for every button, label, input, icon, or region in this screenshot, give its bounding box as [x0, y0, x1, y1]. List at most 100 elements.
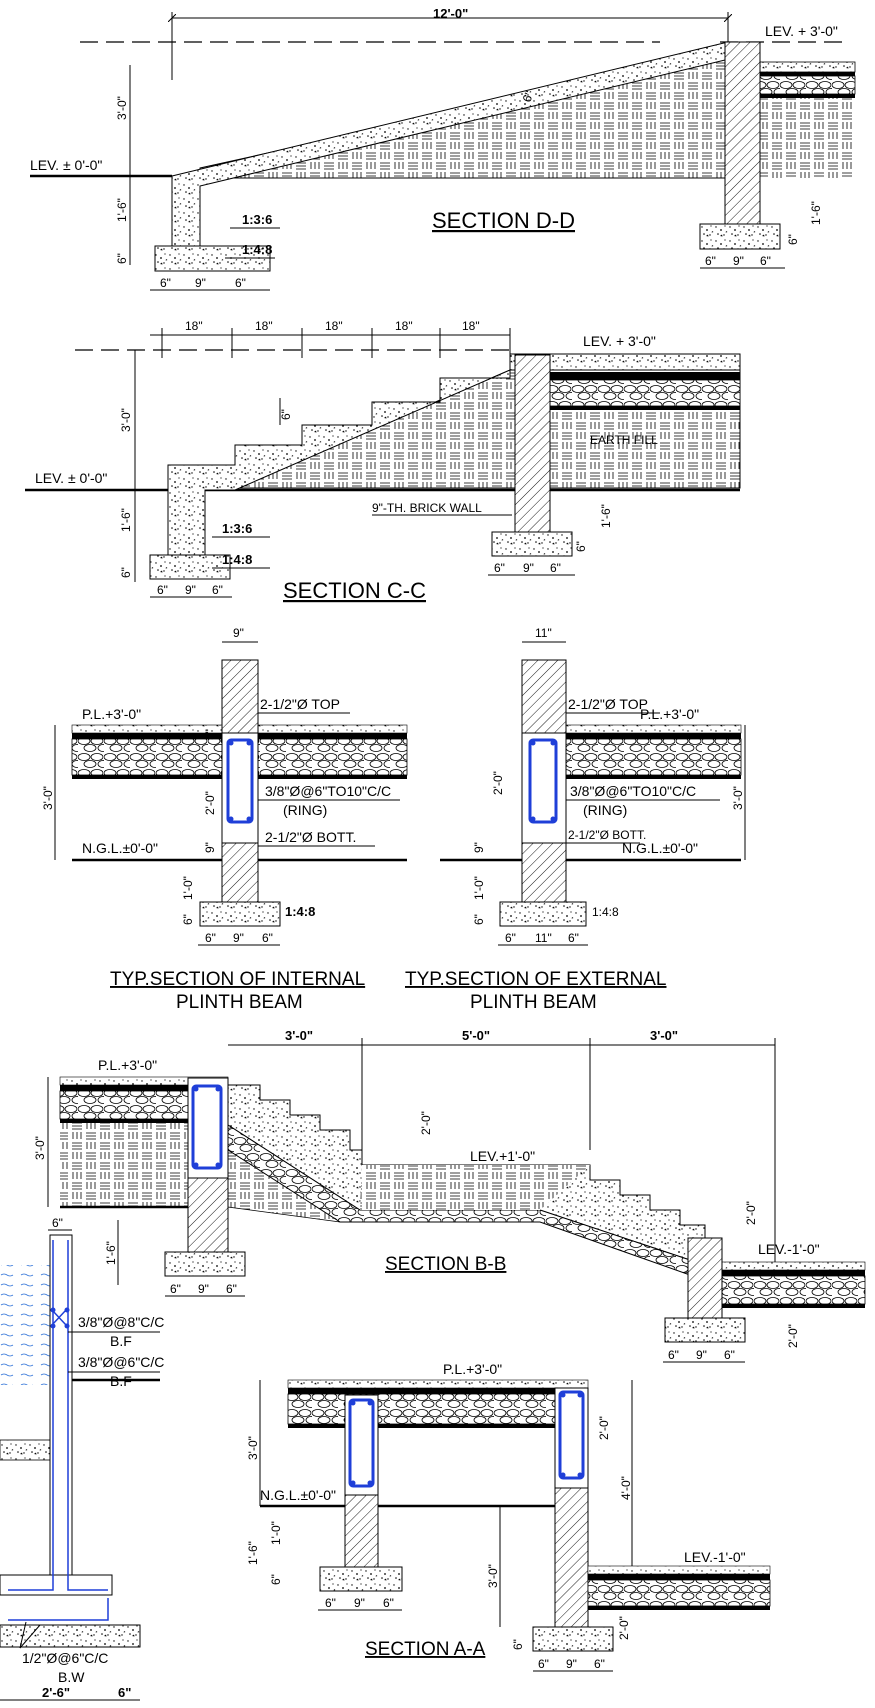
internal-plinth-beam: 9" P.L.+3'-0" N.G.L.±0'-0" 2-1/2"Ø TOP 3… [41, 626, 408, 1013]
bf2-label: 3/8"Ø@6"C/C [78, 1354, 164, 1370]
height-3ft-label: 3'-0" [115, 96, 129, 120]
foot-dim: 6" [550, 561, 561, 575]
levm1-label: LEV.-1'-0" [684, 1549, 746, 1565]
height-1ft-label: 1'-0" [269, 1521, 283, 1545]
foot-dim: 6" [724, 1348, 735, 1362]
foot-dim: 6" [170, 1282, 181, 1296]
height-6b-label: 6" [786, 234, 800, 245]
width-label: 9" [233, 626, 244, 640]
height-6in-label: 6" [181, 914, 195, 925]
section-title: SECTION B-B [385, 1254, 506, 1275]
pl-label: P.L.+3'-0" [82, 706, 141, 722]
bw-label: 1/2"Ø@6"C/C [22, 1650, 108, 1666]
foot-dim: 11" [535, 931, 552, 945]
riser-label: 6" [279, 409, 293, 420]
height-6b-label: 6" [511, 1639, 525, 1650]
left-retaining-wall: 6" 3/8"Ø@8"C/C B.F 3/8"Ø@6"C/C B.F 1/2"Ø… [0, 1216, 164, 1701]
height-3ft-label: 3'-0" [33, 1136, 47, 1160]
height-9in-label: 9" [472, 842, 486, 853]
foot-dim: 6" [505, 931, 516, 945]
height-6-label: 6" [119, 567, 133, 578]
bf1-sub-label: B.F [110, 1333, 132, 1349]
height-15-label: 1'-6" [246, 1541, 260, 1565]
height-2b-label: 2'-0" [617, 1616, 631, 1640]
height-15-label: 1'-6" [119, 508, 133, 532]
foot-dim: 6" [760, 254, 771, 268]
height-2ft-label: 2'-0" [597, 1416, 611, 1440]
foot-dim: 6" [262, 931, 273, 945]
earth-fill-label: EARTH FILL [590, 433, 658, 447]
section-aa: 9" P.L.+3'-0" N.G.L.±0'-0" LEV.-1'-0" 3'… [246, 1361, 771, 1672]
height-1ft-label: 1'-0" [472, 876, 486, 900]
foot-dim: 9" [198, 1282, 209, 1296]
height-2b-label: 2'-0" [744, 1201, 758, 1225]
span-label: 12'-0" [433, 6, 468, 21]
width-label: 6" [118, 1685, 131, 1700]
pl-label: P.L.+3'-0" [640, 706, 699, 722]
foot-dim: 6" [157, 583, 168, 597]
pl-label: P.L.+3'-0" [98, 1057, 157, 1073]
bf1-label: 3/8"Ø@8"C/C [78, 1314, 164, 1330]
beam-title: TYP.SECTION OF EXTERNAL [405, 969, 666, 990]
tread-label: 18" [462, 319, 480, 333]
foot-dim: 9" [523, 561, 534, 575]
brick-wall-label: 9"-TH. BRICK WALL [372, 501, 482, 515]
height-3ft-label: 3'-0" [41, 786, 55, 810]
width-label: 11" [535, 626, 552, 640]
section-bb: 3'-0" 5'-0" 3'-0" P.L.+3'-0" LEV.+1'-0" … [33, 1028, 866, 1363]
levm1-label: LEV.-1'-0" [758, 1241, 820, 1257]
height-6-label: 6" [115, 253, 129, 264]
mix1-label: 1:3:6 [222, 521, 252, 536]
height-2a-label: 2'-0" [419, 1111, 433, 1135]
height-6b-label: 6" [574, 541, 588, 552]
lev-zero-label: LEV. ± 0'-0" [30, 157, 102, 173]
mix2-label: 1:4:8 [222, 552, 252, 567]
mix-label: 1:4:8 [592, 905, 619, 919]
height-3ft-label: 3'-0" [246, 1436, 260, 1460]
lev1-label: LEV.+1'-0" [470, 1148, 535, 1164]
foot-dim: 6" [668, 1348, 679, 1362]
foot-dim: 9" [733, 254, 744, 268]
beam-subtitle: PLINTH BEAM [470, 992, 597, 1013]
foot-dim: 6" [212, 583, 223, 597]
foot-dim: 6" [383, 1596, 394, 1610]
height-4ft-label: 4'-0" [619, 1476, 633, 1500]
bott-bar-label: 2-1/2"Ø BOTT. [265, 829, 356, 845]
height-3ft-label: 3'-0" [119, 408, 133, 432]
span-label: 3'-0" [285, 1028, 313, 1043]
foot-dim: 6" [494, 561, 505, 575]
height-2ft-label: 2'-0" [491, 771, 505, 795]
foot-dim: 6" [594, 1657, 605, 1671]
ring-sub-label: (RING) [583, 802, 627, 818]
foot-dim: 9" [566, 1657, 577, 1671]
foot-dim: 6" [205, 931, 216, 945]
ring-sub-label: (RING) [283, 802, 327, 818]
section-cc: 18" 18" 18" 18" 18" LEV. + 3'-0" LEV. ± … [25, 319, 741, 603]
ngl-label: N.G.L.±0'-0" [260, 1487, 336, 1503]
foot-dim: 9" [696, 1348, 707, 1362]
ngl-label: N.G.L.±0'-0" [622, 840, 698, 856]
bott-bar-label: 2-1/2"Ø BOTT. [568, 828, 646, 842]
bw-sub-label: B.W [58, 1669, 85, 1685]
foot-dim: 9" [233, 931, 244, 945]
foot-dim: 6" [568, 931, 579, 945]
top-bar-label: 2-1/2"Ø TOP [260, 696, 340, 712]
top-bar-label: 2-1/2"Ø TOP [568, 696, 648, 712]
height-15b-label: 1'-6" [599, 504, 613, 528]
foot-dim: 6" [226, 1282, 237, 1296]
foot-dim: 6" [325, 1596, 336, 1610]
tread-label: 18" [255, 319, 273, 333]
height-6in-label: 6" [472, 914, 486, 925]
mix-label: 1:4:8 [285, 904, 315, 919]
height-15-label: 1'-6" [104, 1241, 118, 1265]
lev-top-label: LEV. + 3'-0" [583, 333, 656, 349]
section-title: SECTION D-D [432, 208, 575, 233]
ring-label: 3/8"Ø@6"TO10"C/C [265, 783, 391, 799]
height-9in-label: 9" [203, 842, 217, 853]
height-15b-label: 1'-6" [809, 201, 823, 225]
mix1-label: 1:3:6 [242, 212, 272, 227]
width-label: 2'-6" [42, 1685, 70, 1700]
span-label: 5'-0" [462, 1028, 490, 1043]
slab-label: 6" [520, 89, 537, 104]
foot-dim: 6" [538, 1657, 549, 1671]
